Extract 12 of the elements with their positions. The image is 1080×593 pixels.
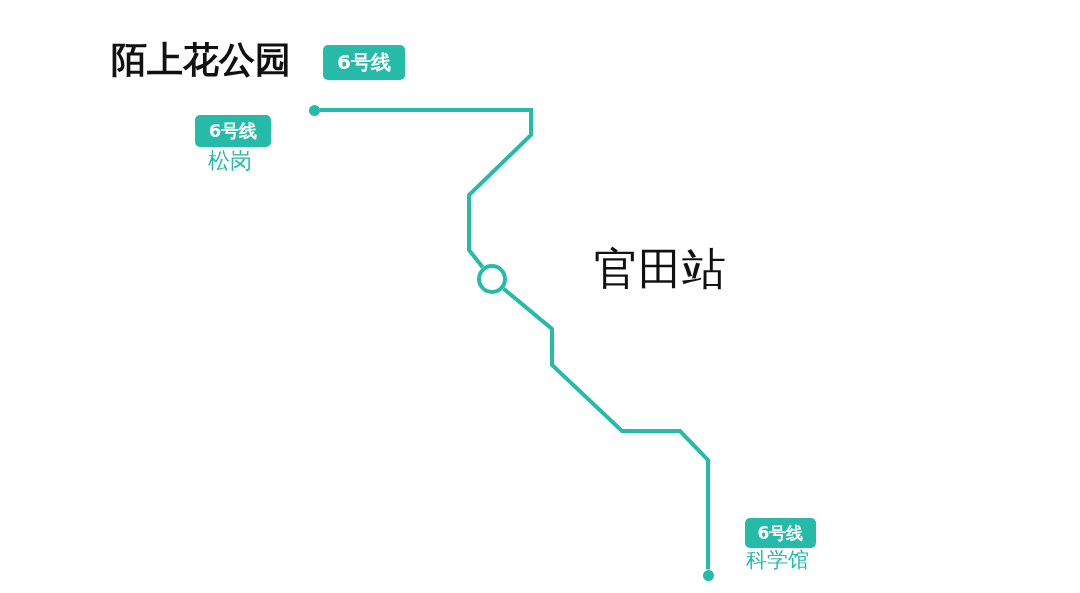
metro-line	[319, 108, 533, 269]
station-name: 科学馆	[746, 547, 809, 574]
station-name: 官田站	[594, 242, 726, 296]
line-badge: 6号线	[195, 115, 271, 147]
station-name: 松岗	[208, 147, 252, 175]
line-badge: 6号线	[745, 518, 816, 548]
line-badge: 6号线	[323, 45, 405, 80]
terminal-dot	[702, 569, 714, 581]
station-circle	[477, 264, 507, 294]
metro-line	[502, 287, 710, 570]
terminal-dot	[308, 104, 320, 116]
title: 陌上花公园	[111, 38, 291, 82]
